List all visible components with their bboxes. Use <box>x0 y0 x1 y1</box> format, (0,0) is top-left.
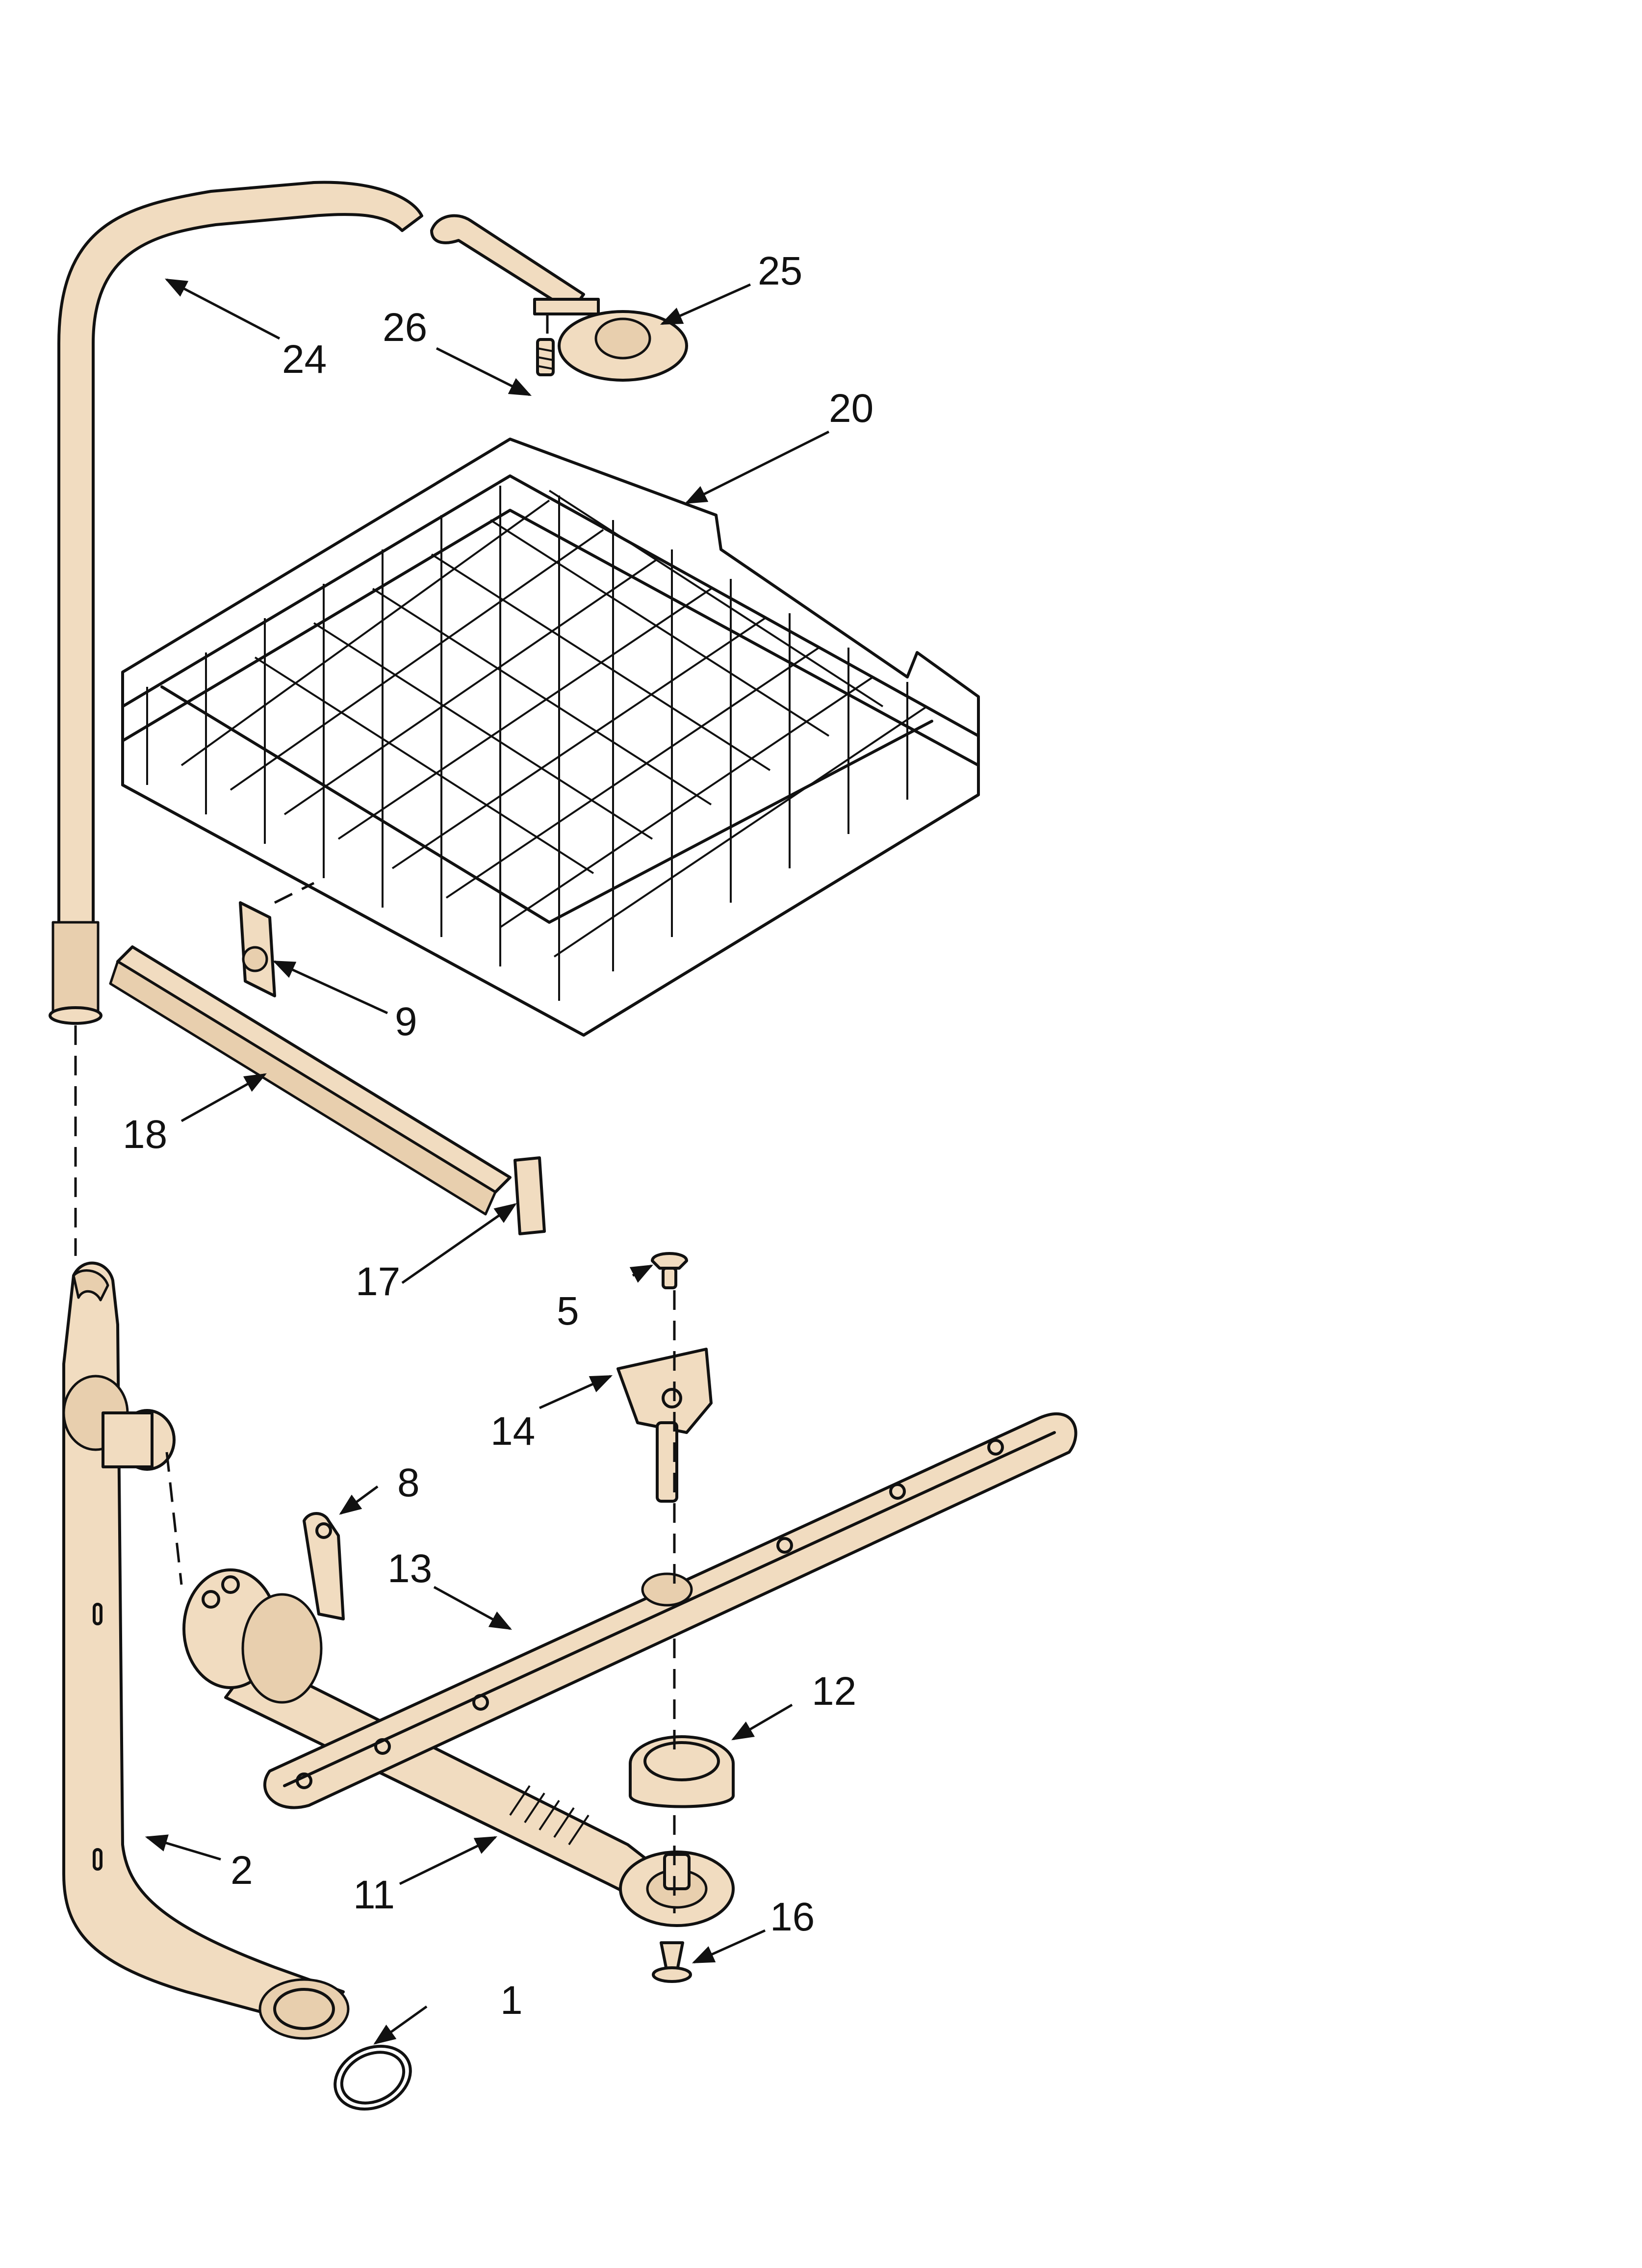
callout-25: 25 <box>758 249 802 293</box>
screw-part-26 <box>536 338 555 376</box>
manifold-hub <box>182 1568 323 1704</box>
callout-20: 20 <box>829 386 873 431</box>
leader-arrows <box>145 278 830 2045</box>
callout-labels: 1 2 5 8 9 11 12 13 14 16 17 18 20 24 25 … <box>123 249 873 2023</box>
callout-26: 26 <box>383 305 427 350</box>
rail-end-cap-part-17 <box>513 1156 546 1235</box>
callout-16: 16 <box>770 1895 815 1939</box>
alignment-lines <box>74 314 676 1913</box>
screw-part-5 <box>651 1252 688 1289</box>
track-rail-part-18 <box>109 945 512 1216</box>
upper-spray-nozzle-part-25 <box>430 214 688 382</box>
callout-9: 9 <box>395 999 417 1044</box>
screw-part-16 <box>652 1941 692 1983</box>
feed-tube-part-11 <box>224 1657 735 1927</box>
rack-stop-part-9 <box>239 901 276 997</box>
supply-tube-part-24 <box>49 181 423 1025</box>
o-ring-part-1 <box>334 2044 412 2111</box>
arm-retainer-part-14 <box>616 1348 713 1503</box>
lower-spray-arm-part-13 <box>263 1412 1078 1809</box>
callout-5: 5 <box>557 1289 579 1333</box>
callout-1: 1 <box>500 1978 523 2023</box>
upper-dishrack-part-20 <box>121 438 980 1037</box>
conduit-part-2 <box>62 1261 350 2040</box>
callout-2: 2 <box>231 1848 253 1893</box>
callout-12: 12 <box>812 1669 856 1714</box>
callout-17: 17 <box>356 1259 400 1304</box>
callout-14: 14 <box>490 1409 535 1454</box>
callout-18: 18 <box>123 1112 167 1157</box>
bearing-ring-part-12 <box>629 1735 735 1808</box>
callout-24: 24 <box>282 337 327 382</box>
callout-8: 8 <box>397 1460 420 1505</box>
bracket-part-8 <box>303 1512 345 1620</box>
callout-11: 11 <box>353 1873 395 1917</box>
callout-13: 13 <box>387 1546 432 1591</box>
